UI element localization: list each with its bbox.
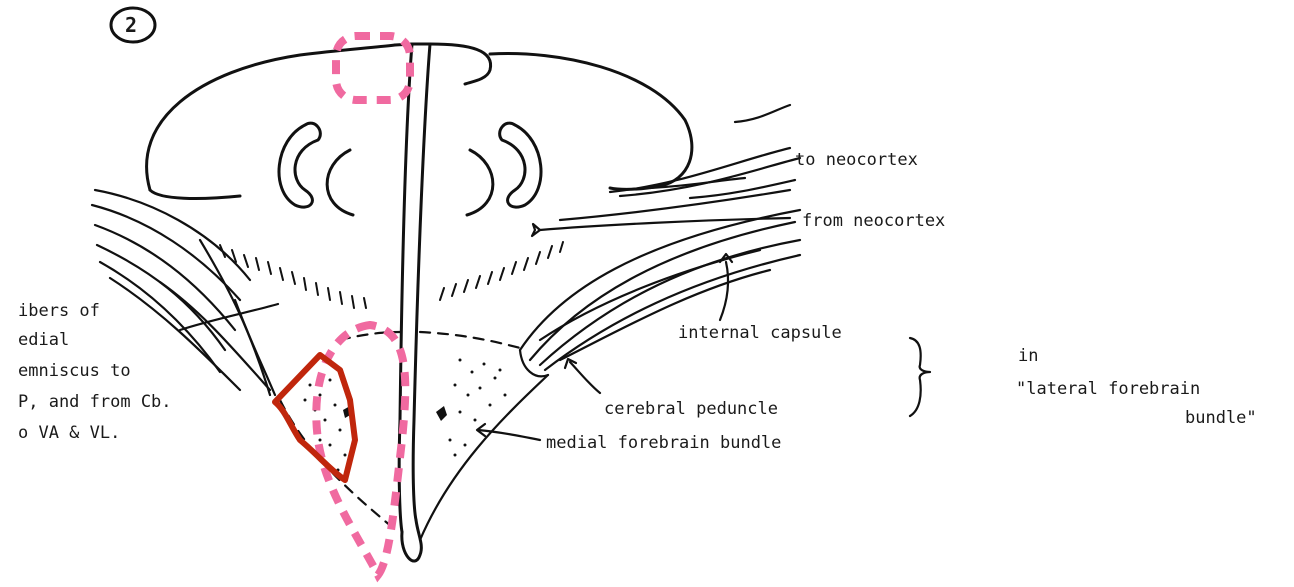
label-cerebral-peduncle: cerebral peduncle <box>604 399 778 419</box>
left-note-line-3: emniscus to <box>18 361 131 381</box>
thalamic-hatching <box>220 242 563 308</box>
label-lateral-forebrain-line1: "lateral forebrain <box>1016 379 1200 399</box>
label-from-neocortex: from neocortex <box>802 211 945 231</box>
left-note-line-5: o VA & VL. <box>18 423 120 443</box>
midline <box>399 44 430 561</box>
lateral-forebrain-brace <box>910 338 930 416</box>
hemisphere-outline <box>147 44 692 198</box>
label-lateral-forebrain-line2: bundle" <box>1185 408 1257 428</box>
lateral-ventricles <box>279 123 541 215</box>
left-note-line-2: edial <box>18 330 69 350</box>
label-internal-capsule: internal capsule <box>678 323 842 343</box>
panel-number: 2 <box>125 13 137 37</box>
left-note-line-4: P, and from Cb. <box>18 392 172 412</box>
label-to-neocortex: to neocortex <box>795 150 918 170</box>
label-medial-forebrain-bundle: medial forebrain bundle <box>546 433 781 453</box>
left-note-line-1: ibers of <box>18 301 100 321</box>
panel-number-badge: 2 <box>111 8 155 42</box>
label-in: in <box>1018 346 1038 366</box>
red-outline <box>275 355 355 480</box>
pink-highlights <box>316 36 410 575</box>
